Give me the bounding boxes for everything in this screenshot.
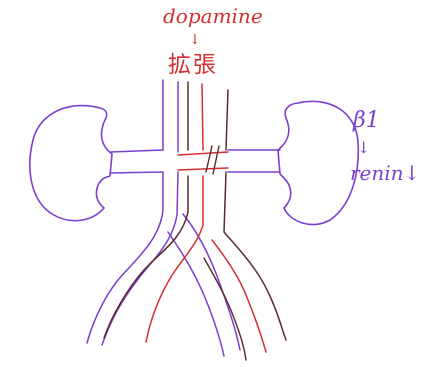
vena-cava-inner-wall: [183, 214, 240, 350]
dopamine-label: dopamine: [163, 6, 263, 26]
vena-cava-left-wall: [87, 80, 163, 343]
vena-cava-right-wall: [102, 82, 178, 345]
vena-cava-outer-wall: [168, 232, 224, 356]
aorta-outer-right-wall: [224, 90, 286, 340]
left-renal-vein: [110, 150, 163, 173]
renal-artery-crossing: [178, 152, 228, 170]
aorta-right-wall: [146, 84, 203, 342]
renin-decrease-label: renin↓: [350, 163, 420, 183]
beta1-receptor-label: β1: [353, 110, 380, 132]
aorta-inner-right-wall: [212, 240, 266, 352]
down-arrow-icon: ↓: [189, 33, 201, 47]
right-kidney: [278, 101, 358, 224]
right-renal-vein: [228, 150, 280, 172]
aorta-left-wall: [104, 82, 188, 338]
dilation-label: 拡張: [168, 54, 218, 77]
down-arrow-icon: ↓: [357, 140, 370, 156]
left-kidney: [30, 106, 112, 221]
renal-artery-hatch: [206, 146, 219, 174]
